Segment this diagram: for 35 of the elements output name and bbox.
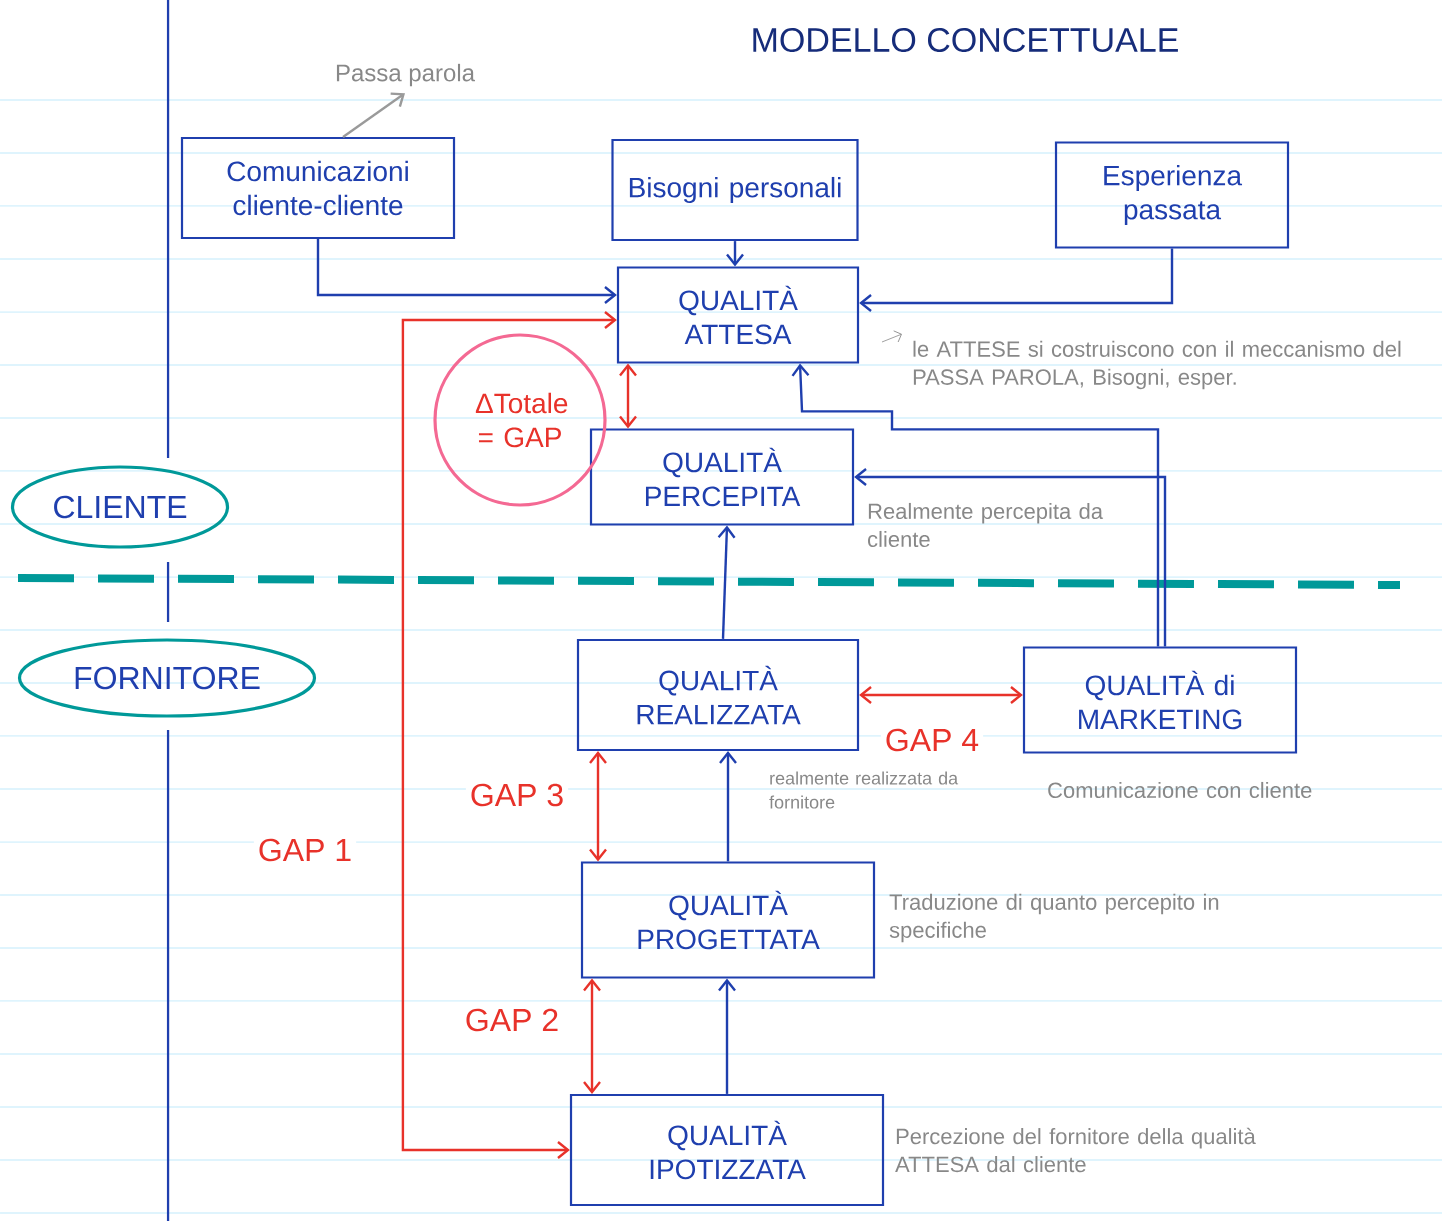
arrow	[719, 751, 737, 862]
quality-box: QUALITÀ IPOTIZZATA	[569, 1093, 885, 1207]
quality-box: QUALITÀ PROGETTATA	[580, 861, 876, 979]
source-box: Comunicazioni cliente-cliente	[180, 136, 456, 240]
annotation-text: Passa parola	[336, 63, 475, 87]
arrow	[316, 239, 617, 304]
arrow	[854, 468, 1167, 647]
arrow	[589, 751, 607, 862]
edge-label: GAP 2	[460, 1004, 564, 1036]
note-text: Realmente percepita da cliente	[868, 502, 1104, 548]
edge-label: GAP 4	[880, 724, 984, 756]
quality-box: QUALITÀ ATTESA	[616, 266, 860, 364]
source-box: Esperienza passata	[1054, 141, 1290, 249]
source-box: Bisogni personali	[611, 138, 859, 242]
arrow	[717, 525, 736, 639]
quality-box: QUALITÀ di MARKETING	[1022, 646, 1298, 754]
note-text: le ATTESE si costruiscono con il meccanismo del PASSA PAROLA, Bisogni, esper.	[913, 340, 1401, 390]
edge-label: GAP 1	[253, 834, 357, 866]
arrow	[859, 686, 1023, 704]
arrow	[583, 978, 601, 1094]
note-text: Comunicazione con cliente	[1048, 781, 1312, 799]
note-text: Traduzione di quanto percepito in specifiche	[889, 893, 1219, 943]
arrow	[342, 92, 405, 138]
arrow	[791, 363, 1160, 647]
edge-label: GAP 3	[465, 779, 569, 811]
title: MODELLO CONCETTUALE	[753, 27, 1178, 53]
quality-box: QUALITÀ REALIZZATA	[576, 638, 860, 752]
note-text: realmente realizzata da fornitore	[769, 771, 959, 809]
note-text: Percezione del fornitore della qualità ATTESA dal cliente	[895, 1127, 1256, 1173]
arrow	[726, 241, 744, 267]
arrow	[718, 978, 736, 1094]
quality-box: QUALITÀ PERCEPITA	[589, 428, 855, 526]
arrow	[859, 248, 1174, 312]
arrow	[619, 363, 637, 429]
arrow	[401, 311, 617, 1159]
